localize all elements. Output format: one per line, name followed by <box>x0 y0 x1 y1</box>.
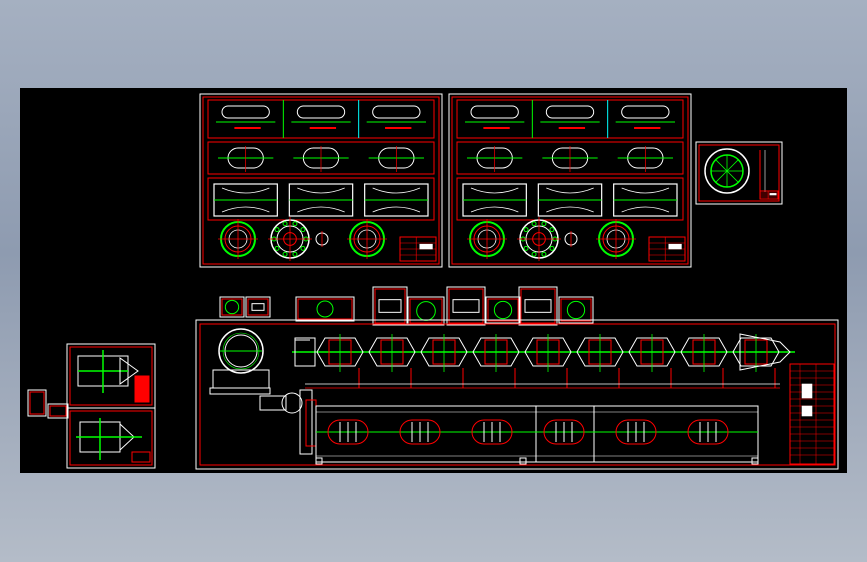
parts-sheet-a-row-3 <box>207 177 435 221</box>
side-views-sheet <box>27 343 156 469</box>
detail-sheet <box>695 141 783 205</box>
roll-unit-4 <box>472 334 520 388</box>
roller-1 <box>327 419 369 445</box>
roll-unit-1 <box>316 334 364 388</box>
thumbnails-row <box>219 286 594 326</box>
thumbnail-3 <box>295 296 355 322</box>
thumbnail-9 <box>558 296 594 324</box>
thumbnail-4 <box>372 286 408 326</box>
roller-6 <box>687 419 729 445</box>
thumbnail-7 <box>485 296 521 324</box>
roll-unit-5 <box>524 334 572 388</box>
bom-table <box>789 363 835 465</box>
roller-3 <box>471 419 513 445</box>
roller-train <box>292 333 795 389</box>
parts-sheet-a <box>199 93 443 268</box>
cad-drawing-canvas[interactable] <box>20 88 847 473</box>
parts-sheet-b <box>448 93 692 268</box>
assembly-sheet <box>195 319 839 470</box>
parts-sheet-b-circles <box>467 217 686 262</box>
roller-2 <box>399 419 441 445</box>
thumbnail-6 <box>446 286 486 326</box>
thumbnail-1 <box>219 296 245 318</box>
roller-5 <box>615 419 657 445</box>
parts-sheet-b-row-1 <box>456 99 684 139</box>
drive-motor <box>259 389 317 455</box>
roll-unit-9 <box>732 334 780 388</box>
roll-unit-6 <box>576 334 624 388</box>
roll-unit-7 <box>628 334 676 388</box>
thumbnail-5 <box>407 296 445 326</box>
roll-unit-3 <box>420 334 468 388</box>
drum-end-view <box>209 328 271 395</box>
thumbnail-2 <box>245 296 271 318</box>
parts-sheet-a-row-1 <box>207 99 435 139</box>
parts-sheet-a-circles <box>218 217 437 262</box>
side-thumbnails <box>27 389 69 419</box>
parts-sheet-b-row-3 <box>456 177 684 221</box>
roller-4 <box>543 419 585 445</box>
cad-model-space <box>27 93 839 470</box>
roll-unit-8 <box>680 334 728 388</box>
roll-unit-2 <box>368 334 416 388</box>
parts-sheet-b-row-2 <box>456 141 684 175</box>
lower-frame <box>315 405 759 465</box>
thumbnail-8 <box>518 286 558 326</box>
parts-sheet-a-row-2 <box>207 141 435 175</box>
